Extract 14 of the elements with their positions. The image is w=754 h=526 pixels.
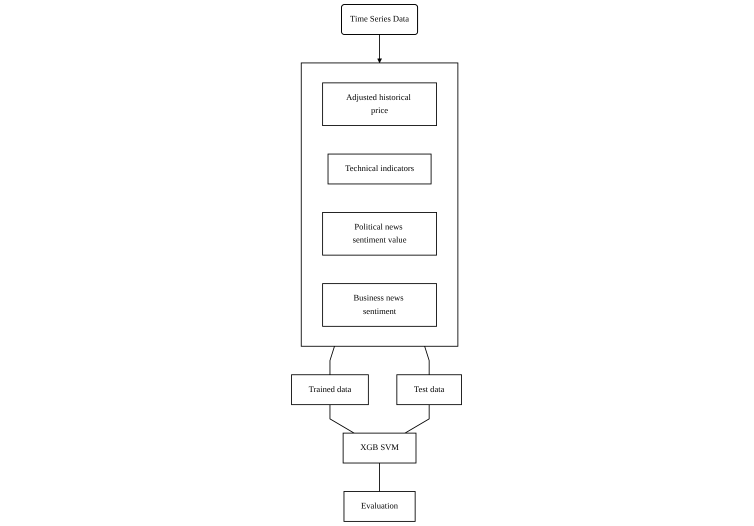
node-box: Political news sentiment value [322,212,438,256]
node-box: XGB SVM [343,432,417,464]
node-box: Test data [396,374,462,406]
node-box: Trained data [292,374,370,406]
arrow [378,34,383,64]
node-box: Business news sentiment [322,283,438,327]
connector [330,404,356,434]
connector [405,404,430,434]
connector [330,346,336,376]
cluster [301,62,459,347]
connector [424,346,430,376]
node-box: Adjusted historical price [322,82,438,126]
node-box: Technical indicators [328,154,432,184]
node-box: Evaluation [344,491,416,522]
